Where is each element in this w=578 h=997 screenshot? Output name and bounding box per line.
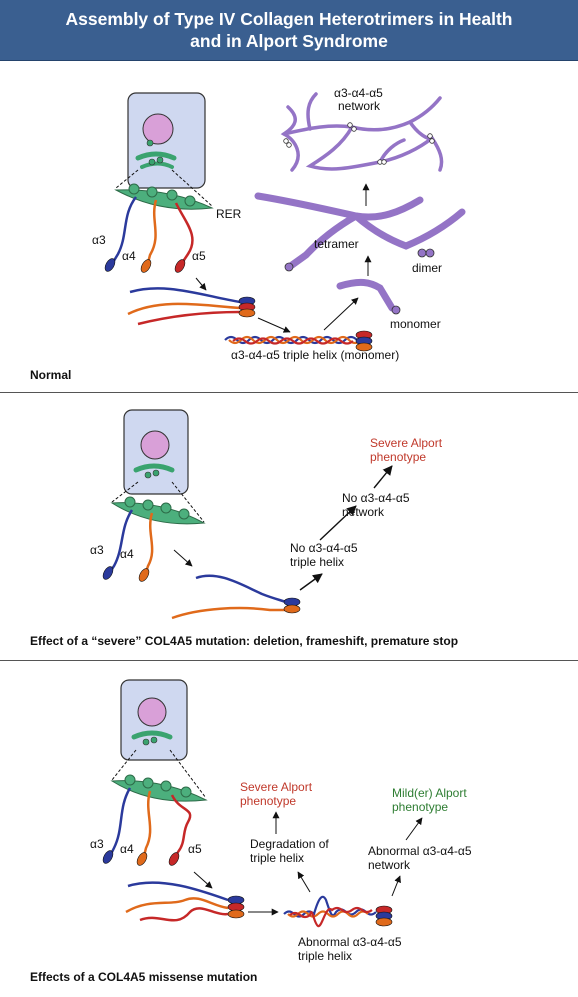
tetramer: tetramer dimer: [254, 192, 466, 275]
severe-alpha3-label: α3: [90, 543, 104, 557]
nucleus: [142, 113, 174, 145]
abnormal-helix-label-2: triple helix: [298, 949, 352, 963]
mild-phenotype-label-1: Mild(er) Alport: [392, 786, 467, 800]
dimer-label: dimer: [412, 261, 442, 275]
triple-helix-normal: α3-α4-α5 triple helix (monomer): [224, 330, 399, 362]
no-helix-label-1: No α3-α4-α5: [290, 541, 358, 555]
rer-label: RER: [216, 207, 242, 221]
severe-phenotype-label-2: phenotype: [370, 450, 426, 464]
chains-severe: α3 α4: [90, 509, 154, 582]
abnormal-network-label-1: Abnormal α3-α4-α5: [368, 844, 472, 858]
title-line-1: Assembly of Type IV Collagen Heterotrime…: [65, 9, 513, 29]
abnormal-helix: Abnormal α3-α4-α5 triple helix: [283, 895, 402, 963]
no-network-label-1: No α3-α4-α5: [342, 491, 410, 505]
caption-missense: Effects of a COL4A5 missense mutation: [30, 970, 257, 984]
rer-severe: [110, 496, 206, 525]
rer-missense: [110, 774, 208, 802]
missense-alpha4-label: α4: [120, 842, 134, 856]
triple-helix-label: α3-α4-α5 triple helix (monomer): [231, 348, 399, 362]
alpha3-chain: [110, 196, 138, 265]
cell-missense: [111, 679, 207, 799]
no-network-label-2: network: [342, 505, 385, 519]
assembly-normal: [127, 287, 256, 326]
chains-normal: α3 α4 α5: [92, 196, 206, 273]
rer-normal: RER: [114, 183, 242, 221]
panel-divider-1: [0, 392, 578, 393]
no-helix-label-2: triple helix: [290, 555, 344, 569]
degradation-label-1: Degradation of: [250, 837, 329, 851]
cell-severe: [111, 409, 205, 523]
arrow-to-triple-helix: [257, 317, 291, 333]
alpha5-label: α5: [192, 249, 206, 263]
alpha4-label: α4: [122, 249, 136, 263]
severe-alpha4-label: α4: [120, 547, 134, 561]
panel-missense: α3 α4 α5 Abnormal α3-α4-α5 triple helix …: [30, 679, 472, 984]
title-banner: Assembly of Type IV Collagen Heterotrime…: [0, 0, 578, 61]
arrow-chains-to-assembly: [195, 277, 207, 291]
mild-phenotype-label-2: phenotype: [392, 800, 448, 814]
monomer: monomer: [336, 278, 441, 331]
missense-severe-label-2: phenotype: [240, 794, 296, 808]
abnormal-network-label-2: network: [368, 858, 411, 872]
network-label-2: network: [338, 99, 381, 113]
severe-phenotype-label-1: Severe Alport: [370, 436, 443, 450]
caption-severe: Effect of a “severe” COL4A5 mutation: de…: [30, 634, 458, 648]
cell-rer-2: [140, 161, 174, 169]
assembly-missense: [125, 881, 245, 922]
degradation-label-2: triple helix: [250, 851, 304, 865]
pair-severe: [171, 574, 301, 620]
alpha3-label: α3: [92, 233, 106, 247]
chains-missense: α3 α4 α5: [90, 787, 202, 866]
alpha5-chain: [174, 202, 194, 264]
abnormal-helix-label-1: Abnormal α3-α4-α5: [298, 935, 402, 949]
zoom-line-right: [171, 169, 213, 207]
monomer-label: monomer: [390, 317, 441, 331]
network: α3-α4-α5 network: [280, 86, 444, 172]
alpha4-chain: [146, 199, 158, 264]
tetramer-label: tetramer: [314, 237, 359, 251]
panel-divider-2: [0, 660, 578, 661]
panel-severe: α3 α4 No α3-α4-α5 triple helix No α3-α4-…: [30, 409, 458, 648]
cell-rer: [135, 151, 177, 161]
missense-severe-label-1: Severe Alport: [240, 780, 313, 794]
missense-alpha5-label: α5: [188, 842, 202, 856]
caption-normal: Normal: [30, 368, 71, 382]
panel-normal: RER α3 α4 α5: [30, 86, 466, 382]
network-label-1: α3-α4-α5: [334, 86, 383, 100]
cell-normal: [115, 92, 213, 207]
missense-alpha3-label: α3: [90, 837, 104, 851]
arrow-helix-to-monomer: [323, 297, 359, 331]
title-line-2: and in Alport Syndrome: [190, 31, 388, 51]
